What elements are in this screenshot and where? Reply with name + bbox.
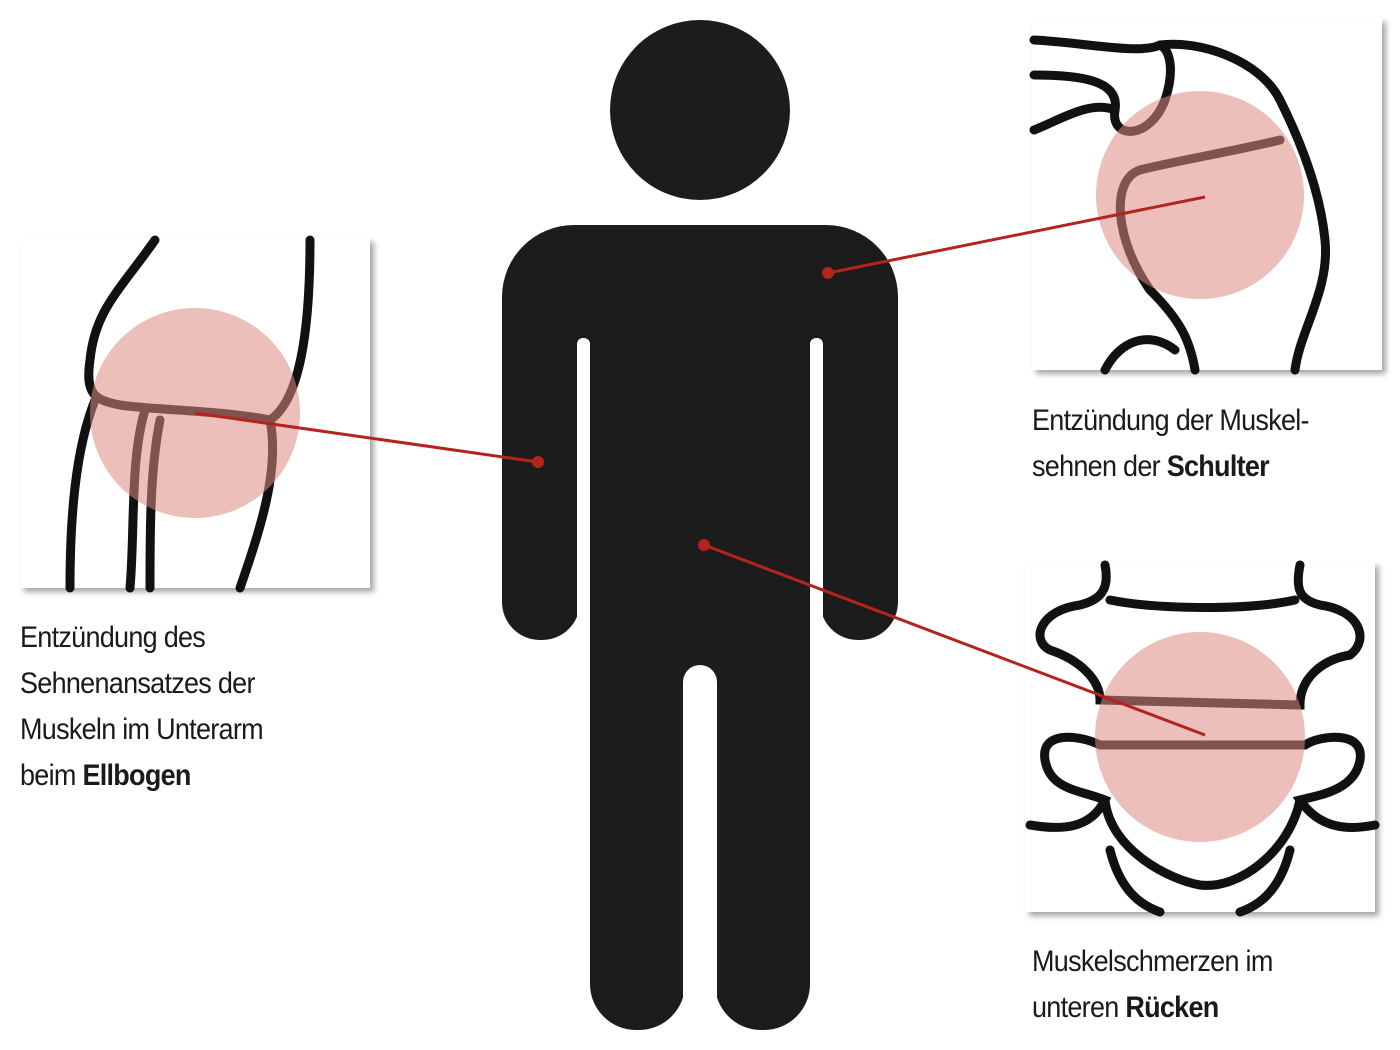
elbow-pointer-line <box>194 411 539 464</box>
figure-right-leg <box>715 560 810 1030</box>
leg-gap <box>683 665 717 1050</box>
elbow-label: Entzündung des Sehnenansatzes der Muskel… <box>20 615 264 799</box>
back-pointer-dot <box>698 539 710 551</box>
shoulder-label: Entzündung der Muskel- sehnen der Schult… <box>1032 398 1310 490</box>
shoulder-inflammation <box>1096 91 1304 299</box>
elbow-label-prefix: beim <box>20 759 83 792</box>
back-label: Muskelschmerzen im unteren Rücken <box>1032 939 1273 1031</box>
shoulder-label-prefix: sehnen der <box>1032 450 1167 483</box>
pointers <box>194 195 1206 737</box>
elbow-label-line: Entzündung des <box>20 621 206 654</box>
figure-head <box>610 20 790 200</box>
arm-gap-right <box>810 338 823 658</box>
elbow-pointer-dot <box>532 456 544 468</box>
shoulder-panel <box>1029 18 1382 375</box>
shoulder-pointer-dot <box>822 267 834 279</box>
elbow-label-line: Muskeln im Unterarm <box>20 713 264 746</box>
back-label-bold: Rücken <box>1125 991 1219 1024</box>
back-pointer-line <box>703 543 1206 737</box>
shoulder-pointer-line <box>827 195 1206 275</box>
figure-left-arm <box>502 300 580 640</box>
back-label-line: Muskelschmerzen im <box>1032 945 1273 978</box>
shoulder-label-bold: Schulter <box>1166 450 1270 483</box>
human-figure <box>502 20 898 1050</box>
back-panel <box>1025 560 1380 917</box>
shoulder-label-line: Entzündung der Muskel- <box>1032 404 1310 437</box>
back-label-prefix: unteren <box>1032 991 1126 1024</box>
elbow-label-bold: Ellbogen <box>82 759 191 792</box>
figure-right-arm <box>820 300 898 640</box>
elbow-label-line: Sehnenansatzes der <box>20 667 255 700</box>
figure-left-leg <box>590 560 685 1030</box>
arm-gap-left <box>577 338 590 658</box>
back-inflammation <box>1095 632 1305 842</box>
